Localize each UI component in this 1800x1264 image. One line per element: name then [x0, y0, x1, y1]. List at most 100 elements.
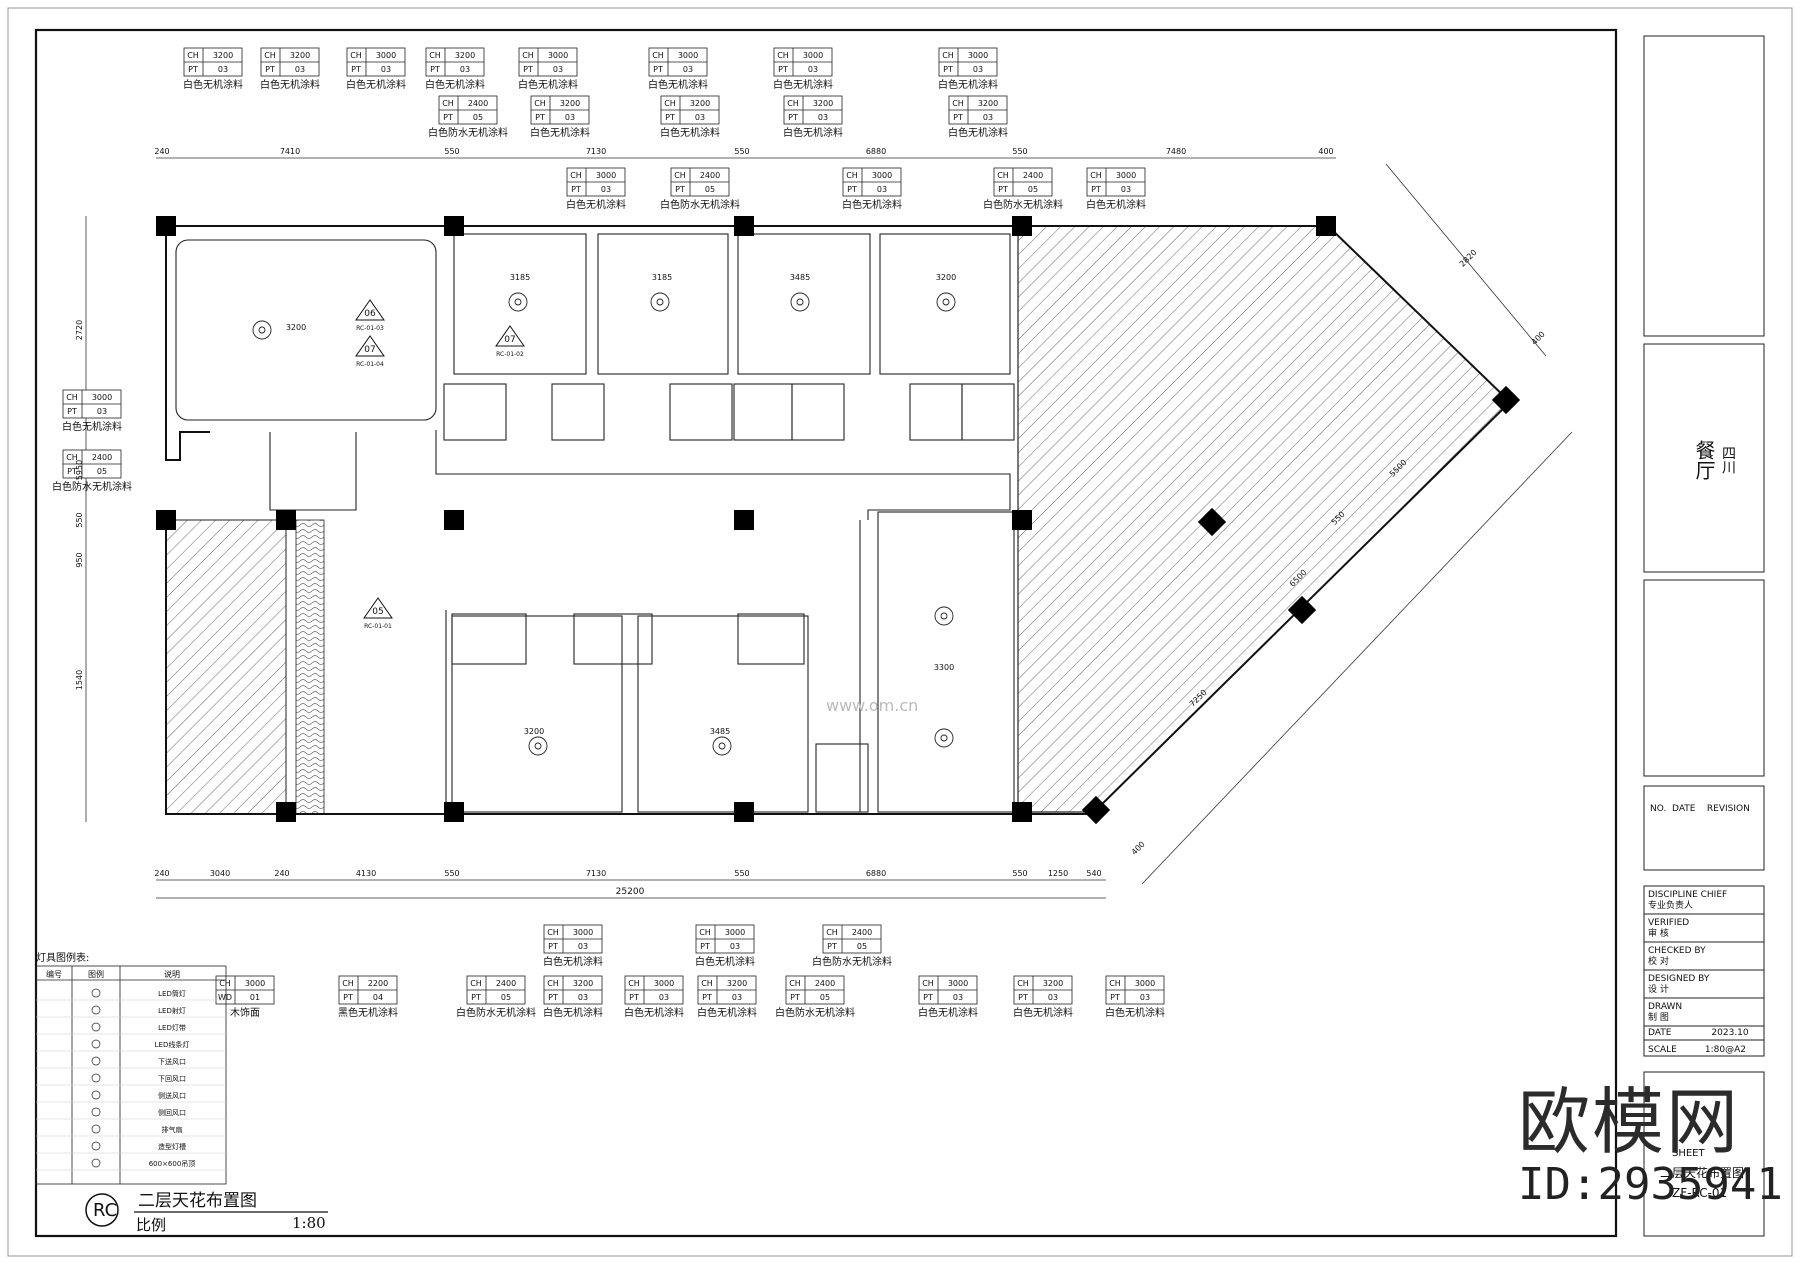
- tag-ch-label: CH: [846, 171, 858, 180]
- dim-top: 400: [1318, 147, 1333, 156]
- room-height: 3300: [934, 663, 954, 672]
- tag-pt-label: PT: [790, 993, 800, 1002]
- tag-material: 白色无机涂料: [938, 78, 998, 91]
- tag-ch-value: 3000: [872, 171, 892, 180]
- tag-ch-value: 3000: [948, 979, 968, 988]
- dim-bottom: 240: [274, 869, 289, 878]
- legend-row-text: 侧回风口: [158, 1108, 186, 1117]
- tag-pt-value: 03: [601, 185, 611, 194]
- tag-ch-label: CH: [701, 979, 713, 988]
- tag-pt-label: PT: [1018, 993, 1028, 1002]
- dim-top: 550: [1012, 147, 1027, 156]
- tag-pt-value: 01: [250, 993, 260, 1002]
- tag-pt-label: PT: [998, 185, 1008, 194]
- tag-material: 白色防水无机涂料: [660, 198, 740, 211]
- tag-ch-value: 3000: [245, 979, 265, 988]
- tag-ch-value: 2400: [815, 979, 835, 988]
- tag-pt-value: 03: [683, 65, 693, 74]
- rc-label: RC: [93, 1200, 118, 1221]
- tag-pt-label: PT: [788, 113, 798, 122]
- tag-pt-value: 03: [1048, 993, 1058, 1002]
- tag-pt-value: 03: [730, 942, 740, 951]
- lower-rooms: [445, 511, 1015, 813]
- tag-material: 木饰面: [230, 1006, 260, 1019]
- tag-ch-value: 3000: [548, 51, 568, 60]
- tag-pt-value: 03: [218, 65, 228, 74]
- tag-pt-value: 05: [857, 942, 867, 951]
- tag-material: 白色无机涂料: [62, 420, 122, 433]
- tag-pt-label: WD: [218, 993, 232, 1002]
- room-height: 3185: [510, 273, 530, 282]
- dim-bottom: 7130: [586, 869, 606, 878]
- tag-material: 白色无机涂料: [948, 126, 1008, 139]
- tag-ch-label: CH: [470, 979, 482, 988]
- legend-symbol-icon: [91, 1124, 101, 1134]
- tag-ch-value: 2400: [92, 453, 112, 462]
- tag-material: 白色无机涂料: [648, 78, 708, 91]
- tag-pt-value: 05: [1028, 185, 1038, 194]
- tag-ch-value: 3000: [654, 979, 674, 988]
- tag-ch-value: 2400: [468, 99, 488, 108]
- legend-row-text: 排气扇: [162, 1125, 183, 1134]
- watermark-id: ID:2935941: [1518, 1159, 1783, 1210]
- dim-total: 25200: [616, 887, 645, 897]
- tag-ch-label: CH: [952, 99, 964, 108]
- dim-left: 5950: [75, 460, 84, 480]
- legend-row-text: LED筒灯: [158, 989, 186, 998]
- rc-bubble: [85, 1193, 119, 1227]
- tag-ch-value: 3200: [455, 51, 475, 60]
- tag-ch-value: 3200: [213, 51, 233, 60]
- tag-ch-label: CH: [547, 979, 559, 988]
- tag-ch-label: CH: [789, 979, 801, 988]
- room-height: 3200: [936, 273, 956, 282]
- tag-material: 白色无机涂料: [842, 198, 902, 211]
- dim-bottom: 1250: [1048, 869, 1068, 878]
- dim-top: 550: [444, 147, 459, 156]
- tag-ch-value: 3000: [803, 51, 823, 60]
- tag-pt-label: PT: [188, 65, 198, 74]
- tag-pt-value: 03: [97, 407, 107, 416]
- tag-material: 白色无机涂料: [695, 955, 755, 968]
- legend-title: 灯具图例表:: [36, 953, 90, 964]
- tag-material: 白色无机涂料: [260, 78, 320, 91]
- tag-ch-value: 3000: [678, 51, 698, 60]
- tag-pt-label: PT: [675, 185, 685, 194]
- tag-pt-label: PT: [943, 65, 953, 74]
- tag-pt-value: 03: [732, 993, 742, 1002]
- tag-ch-value: 3000: [725, 928, 745, 937]
- legend-row-text: LED线条灯: [155, 1040, 190, 1049]
- tag-pt-label: PT: [665, 113, 675, 122]
- tag-material: 白色防水无机涂料: [812, 955, 892, 968]
- watermark-site: www.om.cn: [826, 696, 919, 715]
- tag-pt-label: PT: [351, 65, 361, 74]
- dim-left: 2720: [75, 320, 84, 340]
- tag-material: 白色防水无机涂料: [983, 198, 1063, 211]
- dim-bottom: 550: [444, 869, 459, 878]
- dim-top: 7480: [1166, 147, 1186, 156]
- dim-bottom: 240: [154, 869, 169, 878]
- tag-ch-value: 2200: [368, 979, 388, 988]
- watermark-brand: 欧模网: [1518, 1080, 1741, 1164]
- tag-ch-label: CH: [342, 979, 354, 988]
- tag-material: 白色无机涂料: [543, 1006, 603, 1019]
- room-height: 3485: [710, 727, 730, 736]
- legend-symbol-icon: [91, 1158, 101, 1168]
- tag-pt-label: PT: [629, 993, 639, 1002]
- tag-pt-value: 03: [808, 65, 818, 74]
- tag-ch-label: CH: [674, 171, 686, 180]
